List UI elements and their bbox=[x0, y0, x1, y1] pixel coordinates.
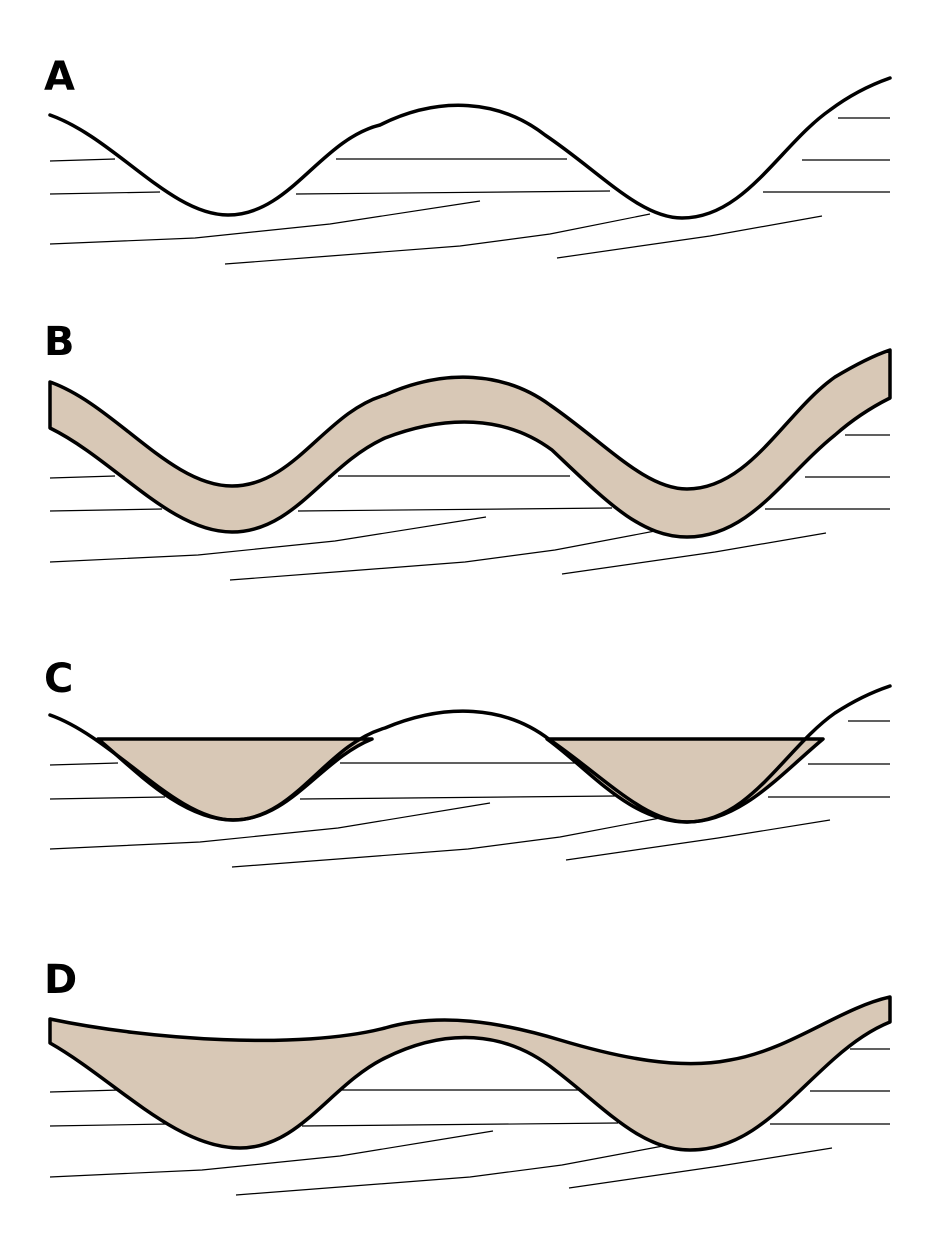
panel-d-bedding-lines bbox=[49, 1048, 890, 1196]
bedding-line bbox=[49, 1089, 121, 1093]
panel-b-drape-layer bbox=[48, 348, 892, 539]
bedding-line bbox=[49, 191, 161, 195]
panel-c-channel-fill-left bbox=[96, 737, 374, 822]
bedding-line bbox=[561, 532, 827, 575]
bedding-line bbox=[224, 213, 651, 265]
bedding-line bbox=[49, 508, 163, 512]
bedding-line bbox=[49, 1130, 494, 1178]
bedding-line bbox=[49, 762, 119, 766]
panel-c-bedding-lines bbox=[49, 720, 890, 868]
bedding-line bbox=[49, 802, 491, 850]
bedding-line bbox=[49, 516, 487, 563]
bedding-line bbox=[49, 796, 166, 800]
bedding-line bbox=[231, 817, 661, 868]
bedding-line bbox=[49, 475, 116, 479]
bedding-line bbox=[556, 215, 823, 259]
panel-label-b: B bbox=[44, 319, 75, 365]
bedding-line bbox=[49, 200, 481, 245]
panel-a-erosion-surface bbox=[48, 76, 892, 220]
bedding-line bbox=[229, 530, 656, 581]
bedding-line bbox=[565, 819, 831, 861]
bedding-line bbox=[568, 1147, 833, 1189]
panel-d: D bbox=[44, 957, 892, 1196]
bedding-line bbox=[297, 507, 613, 512]
panel-a-bedding-lines bbox=[49, 117, 890, 265]
panel-d-infill-layer bbox=[48, 995, 892, 1152]
bedding-line bbox=[301, 1122, 619, 1127]
bedding-line bbox=[49, 1123, 169, 1127]
bedding-line bbox=[49, 158, 116, 162]
bedding-line bbox=[295, 190, 611, 195]
panel-c-channel-fill-right bbox=[545, 737, 825, 824]
panel-c-erosion-surface bbox=[48, 684, 892, 824]
panel-label-c: C bbox=[44, 656, 73, 702]
panel-label-d: D bbox=[44, 957, 77, 1003]
panel-b: B bbox=[44, 319, 892, 581]
panel-label-a: A bbox=[44, 54, 75, 100]
panel-c: C bbox=[44, 656, 892, 868]
panel-b-bedding-lines bbox=[49, 434, 890, 581]
bedding-line bbox=[235, 1145, 664, 1196]
panel-a: A bbox=[44, 54, 892, 265]
bedding-line bbox=[299, 795, 616, 800]
